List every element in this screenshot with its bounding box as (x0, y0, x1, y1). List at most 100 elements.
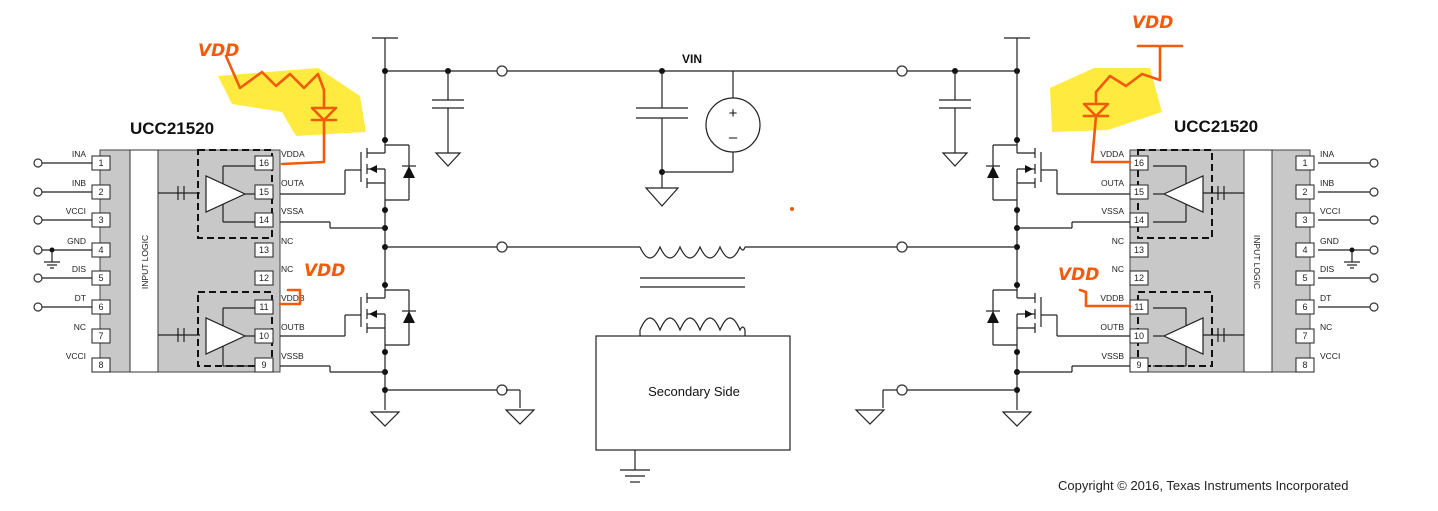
pin-number: 8 (98, 360, 103, 370)
pin-name: VSSA (1101, 206, 1124, 216)
secondary-side-box (595, 335, 791, 451)
vin-label: VIN (682, 52, 702, 66)
left-ic-right-pin-15: 15 OUTA (254, 178, 304, 200)
annotation-vdd-left-top: VDD (198, 41, 239, 61)
right-ic-left-pin-10: 10 OUTB (1100, 322, 1149, 344)
right-input-logic-label: INPUT LOGIC (1252, 235, 1262, 289)
pin-number: 1 (1302, 158, 1307, 168)
left-ic-right-pin-13: 13 NC (254, 236, 293, 258)
pin-number: 7 (1302, 331, 1307, 341)
pin-name: DT (75, 293, 86, 303)
pin-name: OUTB (281, 322, 305, 332)
pin-number: 11 (259, 302, 268, 312)
copyright-notice: Copyright © 2016, Texas Instruments Inco… (1058, 478, 1349, 493)
right-ic-right-pin-8: 8 VCCI (1295, 351, 1340, 373)
pin-name: VCCI (1320, 351, 1340, 361)
source-plus: + (729, 105, 738, 122)
pin-number: 6 (1302, 302, 1307, 312)
left-ic-left-pin-8: 8 VCCI (66, 351, 111, 373)
right-ic-right-pin-2: 2 INB (1295, 178, 1335, 200)
pin-number: 3 (1302, 215, 1307, 225)
pin-name: NC (1320, 322, 1332, 332)
left-ic-title: UCC21520 (130, 119, 214, 138)
pin-number: 6 (98, 302, 103, 312)
annotation-right-top: VDD (1050, 13, 1184, 164)
right-ic-title: UCC21520 (1174, 117, 1258, 136)
pin-number: 14 (1134, 215, 1144, 225)
pin-number: 4 (1302, 245, 1307, 255)
pin-name: NC (74, 322, 86, 332)
pin-name: INB (1320, 178, 1335, 188)
pin-number: 7 (98, 331, 103, 341)
pin-name: GND (67, 236, 86, 246)
pin-number: 11 (1134, 302, 1143, 312)
right-ic: UCC21520 INPUT LOGIC 16VDDA15OUTA14VSSA1… (1100, 117, 1340, 373)
pin-number: 10 (1134, 331, 1144, 341)
pin-number: 2 (98, 187, 103, 197)
pin-name: VCCI (66, 206, 86, 216)
pin-number: 16 (1134, 158, 1144, 168)
pin-number: 9 (261, 360, 266, 370)
annotation-left-top: VDD (198, 41, 366, 166)
pin-name: OUTB (1100, 322, 1124, 332)
pin-number: 12 (1134, 273, 1144, 283)
pin-name: DIS (1320, 264, 1335, 274)
left-ic: UCC21520 INPUT LOGIC 1INA2INB3VCCI4GND5D… (66, 119, 305, 373)
pin-name: VDDB (1100, 293, 1124, 303)
annotation-left-mid: VDD (278, 261, 345, 306)
left-input-logic-label: INPUT LOGIC (140, 235, 150, 289)
secondary-side-label: Secondary Side (648, 384, 740, 399)
left-ic-left-pin-7: 7 NC (74, 322, 111, 344)
pin-name: VDDA (281, 149, 305, 159)
right-ic-left-pin-9: 9 VSSB (1101, 351, 1149, 373)
pin-number: 5 (1302, 273, 1307, 283)
right-ic-right-pin-5: 5 DIS (1295, 264, 1335, 286)
pin-name: NC (281, 264, 293, 274)
pin-number: 13 (1134, 245, 1144, 255)
pin-name: OUTA (281, 178, 304, 188)
left-ic-left-pin-6: 6 DT (75, 293, 111, 315)
pin-name: VCCI (1320, 206, 1340, 216)
pin-number: 15 (1134, 187, 1144, 197)
pin-number: 15 (259, 187, 269, 197)
pin-number: 9 (1136, 360, 1141, 370)
pin-name: DIS (72, 264, 87, 274)
source-minus: – (729, 129, 738, 146)
annotation-vdd-left-mid: VDD (304, 261, 345, 281)
right-input-wires (1318, 158, 1379, 312)
pin-number: 4 (98, 245, 103, 255)
pin-name: OUTA (1101, 178, 1124, 188)
left-ic-right-pin-11: 11 VDDB (254, 293, 305, 315)
pin-name: VDDB (281, 293, 305, 303)
center-section: VIN + – Secondary Side (507, 52, 897, 483)
left-power-stage (280, 37, 535, 427)
right-ic-right-pin-6: 6 DT (1295, 293, 1331, 315)
pin-number: 8 (1302, 360, 1307, 370)
annotation-vdd-right-mid: VDD (1058, 265, 1099, 285)
pin-name: DT (1320, 293, 1331, 303)
annotation-right-mid: VDD (1058, 265, 1132, 308)
right-power-stage (855, 37, 1130, 427)
pin-number: 13 (259, 245, 269, 255)
pin-name: VSSB (1101, 351, 1124, 361)
pin-name: VCCI (66, 351, 86, 361)
left-input-wires (33, 158, 92, 312)
right-ic-right-pin-3: 3 VCCI (1295, 206, 1340, 228)
pin-number: 2 (1302, 187, 1307, 197)
pin-name: VSSA (281, 206, 304, 216)
right-ic-right-pin-7: 7 NC (1295, 322, 1332, 344)
pin-name: NC (281, 236, 293, 246)
pin-name: VSSB (281, 351, 304, 361)
right-ic-left-pin-15: 15 OUTA (1101, 178, 1149, 200)
